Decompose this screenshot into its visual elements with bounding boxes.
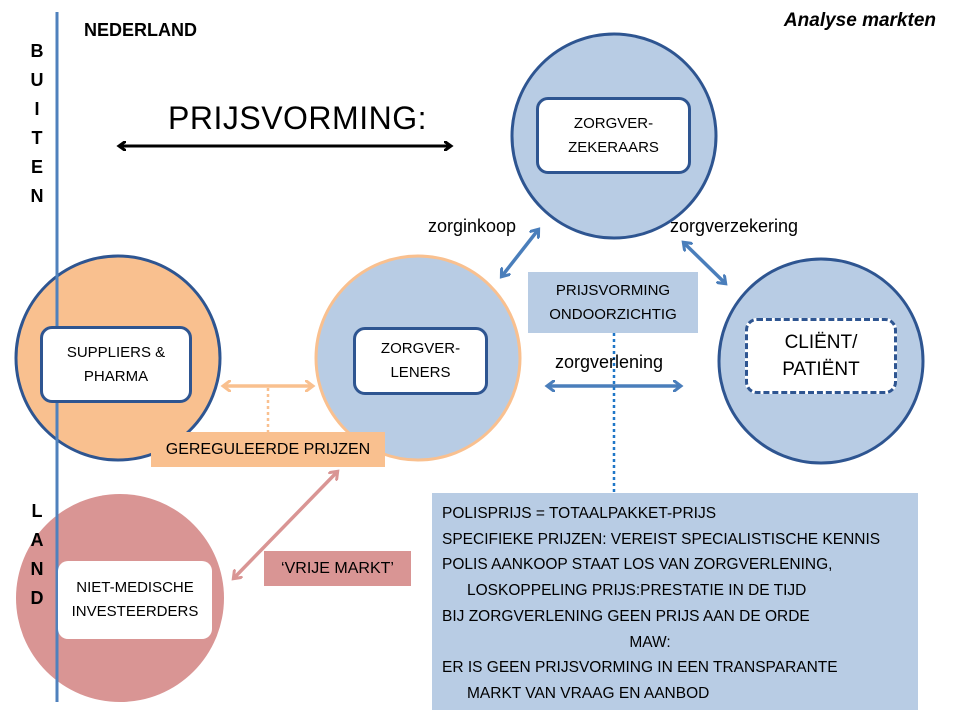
info-line: MARKT VAN VRAAG EN AANBOD (467, 684, 710, 702)
page-title: Analyse markten (783, 10, 936, 31)
client-label-1: CLIËNT/ (784, 332, 858, 353)
outside-letter: N (30, 186, 44, 206)
providers-label-2: LENERS (390, 364, 451, 381)
outside-letter: D (30, 588, 44, 608)
outside-label-bottom: L A N D (27, 497, 47, 613)
outside-letter: U (30, 70, 44, 90)
client-node: CLIËNT/ PATIËNT (745, 318, 897, 394)
opaque-label-2: ONDOORZICHTIG (549, 305, 677, 323)
outside-letter: L (31, 501, 43, 521)
zorginkoop-label: zorginkoop (428, 216, 517, 236)
outside-letter: T (31, 128, 43, 148)
outside-letter: I (34, 99, 40, 119)
investors-label-2: INVESTEERDERS (71, 603, 199, 620)
zorgverzekering-arrow (684, 243, 725, 283)
free-market-arrow (234, 472, 337, 578)
zorgverlening-label: zorgverlening (555, 352, 664, 372)
suppliers-label-1: SUPPLIERS & (66, 343, 166, 361)
outside-label-top: B U I T E N (27, 37, 47, 211)
country-label: NEDERLAND (84, 20, 198, 40)
insurers-node: ZORGVER- ZEKERAARS (536, 97, 691, 174)
suppliers-node: SUPPLIERS & PHARMA (40, 326, 192, 403)
client-label-2: PATIËNT (782, 359, 860, 380)
info-line: BIJ ZORGVERLENING GEEN PRIJS AAN DE ORDE (442, 607, 810, 625)
info-line: SPECIFIEKE PRIJZEN: VEREIST SPECIALISTIS… (442, 530, 881, 548)
suppliers-label-2: PHARMA (83, 367, 149, 385)
info-line: POLIS AANKOOP STAAT LOS VAN ZORGVERLENIN… (442, 556, 833, 574)
info-box: POLISPRIJS = TOTAALPAKKET-PRIJS SPECIFIE… (432, 493, 918, 710)
outside-letter: N (30, 559, 44, 579)
opaque-label-1: PRIJSVORMING (555, 281, 671, 299)
opaque-pricing-tag: PRIJSVORMING ONDOORZICHTIG (528, 272, 698, 333)
investors-node: NIET-MEDISCHE INVESTEERDERS (58, 561, 212, 639)
outside-letter: E (30, 157, 43, 177)
regulated-prices-tag: GEREGULEERDE PRIJZEN (151, 432, 385, 467)
insurers-label-1: ZORGVER- (573, 114, 654, 132)
info-line: ER IS GEEN PRIJSVORMING IN EEN TRANSPARA… (442, 659, 838, 677)
insurers-label-2: ZEKERAARS (568, 138, 659, 156)
providers-label-1: ZORGVER- (380, 340, 461, 357)
info-line: MAW: (629, 633, 671, 651)
info-line: POLISPRIJS = TOTAALPAKKET-PRIJS (442, 505, 717, 522)
free-market-tag: ‘VRIJE MARKT’ (264, 551, 411, 586)
zorgverzekering-label: zorgverzekering (670, 216, 799, 236)
main-title: PRIJSVORMING: (168, 100, 427, 136)
investors-label-1: NIET-MEDISCHE (76, 579, 194, 596)
outside-letter: A (30, 530, 44, 550)
providers-node: ZORGVER- LENERS (353, 327, 488, 395)
info-line: LOSKOPPELING PRIJS:PRESTATIE IN DE TIJD (467, 582, 807, 600)
zorginkoop-arrow (502, 230, 538, 276)
outside-letter: B (30, 41, 44, 61)
